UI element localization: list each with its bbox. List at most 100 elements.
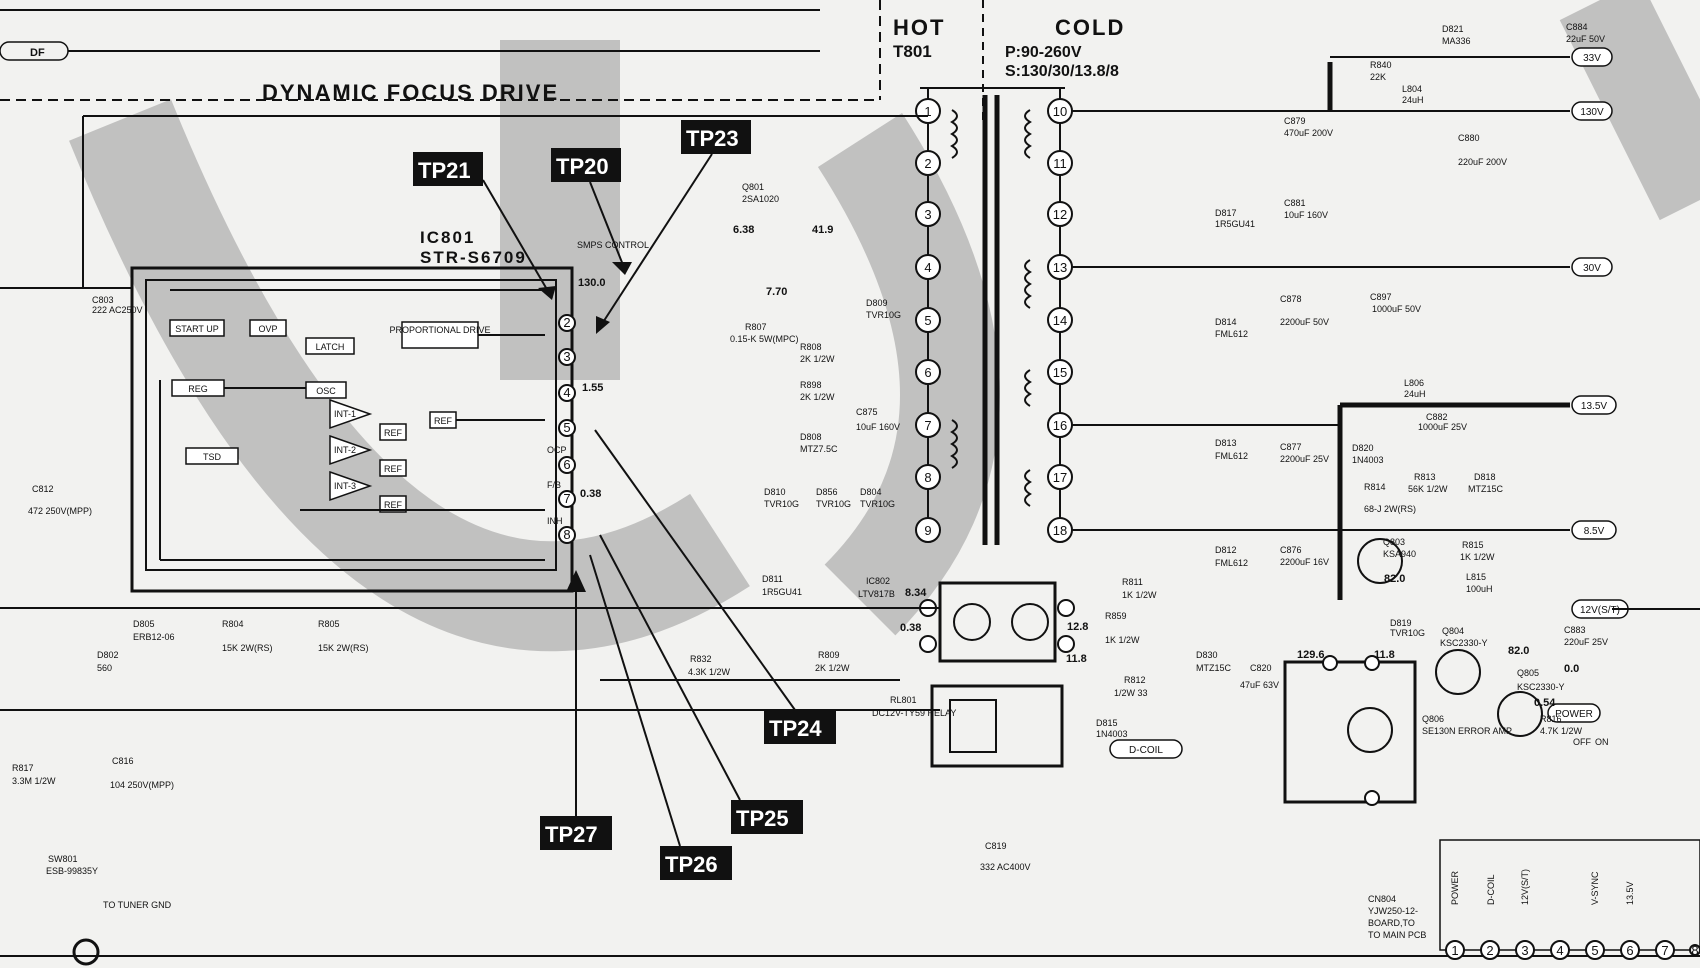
svg-text:7: 7 [1661,943,1668,958]
svg-text:MTZ7.5C: MTZ7.5C [800,444,838,454]
svg-text:472 250V(MPP): 472 250V(MPP) [28,506,92,516]
svg-text:D830: D830 [1196,650,1218,660]
svg-text:2200uF 50V: 2200uF 50V [1280,317,1329,327]
svg-text:LATCH: LATCH [316,342,345,352]
svg-text:2SA1020: 2SA1020 [742,194,779,204]
connector-pin-numbers: 1 2 3 4 5 6 7 8 [1445,940,1700,960]
svg-text:82.0: 82.0 [1384,573,1405,585]
cold-label: COLD [1055,15,1125,40]
transformer-t801: 1 2 3 4 5 6 7 8 9 10 11 12 13 14 15 16 1… [915,87,1073,545]
svg-text:1R5GU41: 1R5GU41 [762,587,802,597]
svg-text:13: 13 [1053,260,1067,275]
svg-text:D813: D813 [1215,438,1237,448]
svg-text:15: 15 [1053,365,1067,380]
svg-text:6: 6 [924,365,931,380]
svg-text:8: 8 [1691,943,1698,958]
svg-text:F/B: F/B [547,480,561,490]
svg-text:D808: D808 [800,432,822,442]
svg-text:TVR10G: TVR10G [816,499,851,509]
svg-text:INT-2: INT-2 [334,445,356,455]
svg-text:12.8: 12.8 [1067,621,1088,633]
svg-text:PROPORTIONAL DRIVE: PROPORTIONAL DRIVE [389,325,490,335]
isolation-labels: HOT T801 COLD P:90-260V S:130/30/13.8/8 [893,0,1125,120]
svg-text:68-J 2W(RS): 68-J 2W(RS) [1364,504,1416,514]
svg-text:R807: R807 [745,322,767,332]
svg-text:IC802: IC802 [866,576,890,586]
svg-text:D819: D819 [1390,618,1412,628]
svg-text:REF: REF [434,416,453,426]
svg-text:10uF 160V: 10uF 160V [856,422,900,432]
svg-text:C878: C878 [1280,294,1302,304]
svg-text:5: 5 [924,313,931,328]
svg-text:REG: REG [188,384,208,394]
svg-text:BOARD,TO: BOARD,TO [1368,918,1415,928]
svg-text:R813: R813 [1414,472,1436,482]
svg-text:FML612: FML612 [1215,329,1248,339]
svg-text:D811: D811 [762,574,783,584]
secondary-pins: 10 11 12 13 14 15 16 17 18 [1047,98,1073,543]
primary-spec: P:90-260V [1005,44,1082,61]
svg-text:4.7K 1/2W: 4.7K 1/2W [1540,726,1583,736]
svg-text:2: 2 [563,315,570,330]
tp25-label: TP25 [736,806,789,831]
svg-text:0.38: 0.38 [900,622,921,634]
svg-text:222 AC250V: 222 AC250V [92,305,143,315]
svg-text:D815: D815 [1096,718,1118,728]
on-label: ON [1595,737,1609,747]
rail-33v: 33V [1583,53,1601,64]
tp24-label: TP24 [769,716,822,741]
svg-text:DC12V-TY59 RELAY: DC12V-TY59 RELAY [872,708,956,718]
hot-label: HOT [893,15,945,40]
transformer-ref: T801 [893,42,932,61]
svg-text:2200uF 16V: 2200uF 16V [1280,557,1329,567]
svg-text:1: 1 [924,104,931,119]
svg-text:4: 4 [924,260,931,275]
svg-text:SW801: SW801 [48,854,78,864]
svg-text:R814: R814 [1364,482,1386,492]
svg-text:R816: R816 [1540,714,1562,724]
svg-text:REF: REF [384,428,403,438]
svg-text:SE130N ERROR AMP: SE130N ERROR AMP [1422,726,1512,736]
svg-text:7: 7 [563,491,570,506]
off-label: OFF [1573,737,1591,747]
svg-text:TVR10G: TVR10G [764,499,799,509]
svg-text:129.6: 129.6 [1297,649,1325,661]
svg-text:1N4003: 1N4003 [1352,455,1384,465]
svg-text:0.0: 0.0 [1564,663,1579,675]
svg-text:YJW250-12-: YJW250-12- [1368,906,1418,916]
svg-text:D-COIL: D-COIL [1486,874,1496,905]
svg-text:104 250V(MPP): 104 250V(MPP) [110,780,174,790]
svg-text:14: 14 [1053,313,1067,328]
svg-text:5: 5 [563,420,570,435]
svg-text:2: 2 [1486,943,1493,958]
svg-text:Q805: Q805 [1517,668,1539,678]
svg-text:11.8: 11.8 [1374,649,1395,661]
svg-text:1/2W 33: 1/2W 33 [1114,688,1148,698]
svg-text:D814: D814 [1215,317,1237,327]
svg-text:CN804: CN804 [1368,894,1396,904]
svg-text:22K: 22K [1370,72,1386,82]
tp27-label: TP27 [545,822,598,847]
svg-text:C816: C816 [112,756,134,766]
svg-text:OSC: OSC [316,386,336,396]
svg-text:C883: C883 [1564,625,1586,635]
svg-text:Q801: Q801 [742,182,764,192]
svg-text:1N4003: 1N4003 [1096,729,1128,739]
svg-text:C880: C880 [1458,133,1480,143]
primary-wiring: TO TUNER GND [0,115,1700,966]
svg-text:ESB-99835Y: ESB-99835Y [46,866,98,876]
svg-text:R808: R808 [800,342,822,352]
svg-text:9: 9 [924,523,931,538]
svg-text:560: 560 [97,663,112,673]
svg-text:1K 1/2W: 1K 1/2W [1460,552,1495,562]
svg-text:D804: D804 [860,487,882,497]
svg-text:L806: L806 [1404,378,1424,388]
svg-text:18: 18 [1053,523,1067,538]
svg-text:4: 4 [1556,943,1563,958]
rail-130v: 130V [1580,107,1604,118]
svg-text:C803: C803 [92,295,114,305]
svg-text:MTZ15C: MTZ15C [1468,484,1504,494]
svg-text:R815: R815 [1462,540,1484,550]
